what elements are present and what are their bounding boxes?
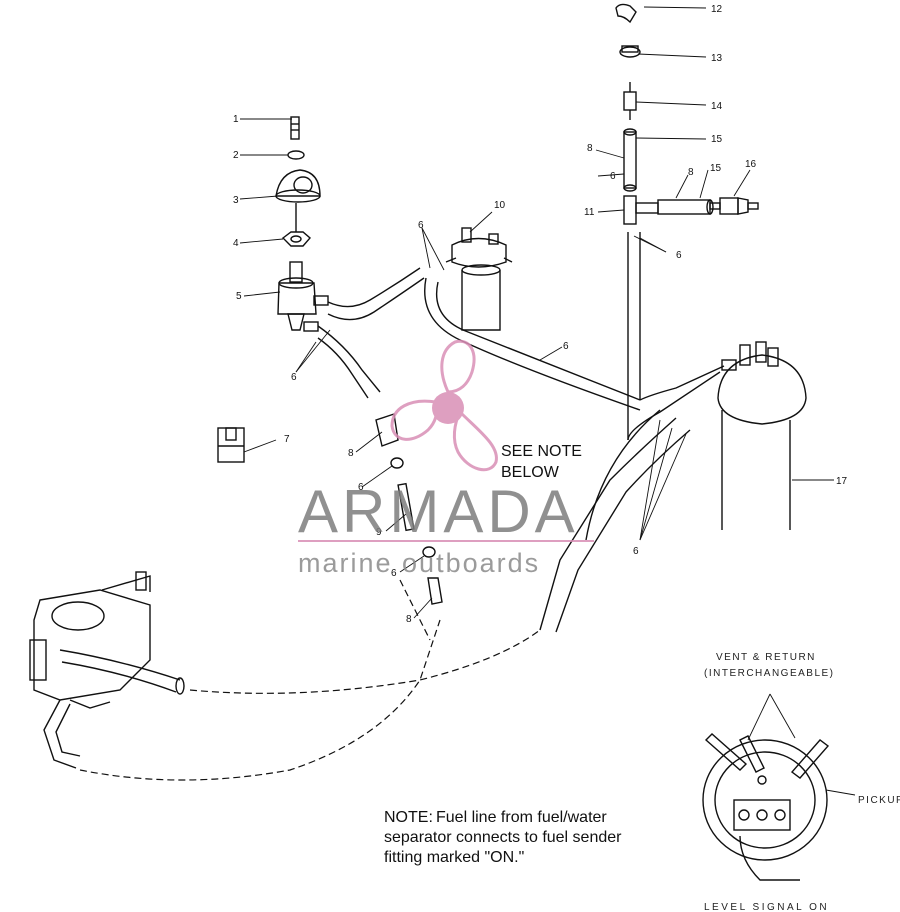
part-clip-bracket bbox=[217, 427, 245, 463]
callout-10: 10 bbox=[494, 200, 506, 211]
part-tee bbox=[623, 195, 659, 225]
note-line2: separator connects to fuel sender bbox=[384, 829, 622, 846]
dashed-routing bbox=[79, 579, 541, 781]
part-fuel-tank bbox=[717, 341, 807, 530]
callout-9: 9 bbox=[376, 527, 382, 538]
inset-sender-fitting bbox=[702, 693, 856, 881]
callout-6g: 6 bbox=[676, 250, 682, 261]
callout-15b: 15 bbox=[710, 163, 722, 174]
callout-8a: 8 bbox=[348, 448, 354, 459]
callout-4: 4 bbox=[233, 238, 239, 249]
part-clamp-small bbox=[390, 457, 404, 469]
part-check-valve bbox=[623, 82, 637, 120]
callout-16: 16 bbox=[745, 159, 757, 170]
part-hose-lower bbox=[375, 413, 399, 447]
callout-17: 17 bbox=[836, 476, 848, 487]
part-primer-bulb-cover bbox=[275, 169, 321, 232]
watermark-sub: marine outboards bbox=[298, 548, 540, 578]
leader-lines bbox=[239, 6, 834, 619]
part-washer bbox=[287, 150, 305, 160]
inset-title2: (INTERCHANGEABLE) bbox=[704, 668, 835, 679]
inset-labels: VENT & RETURN (INTERCHANGEABLE) PICKUP L… bbox=[704, 652, 900, 912]
part-fuel-water-separator bbox=[445, 227, 513, 331]
callout-labels: 1 2 3 4 5 6 6 6 6 6 6 6 6 7 8 8 8 8 9 10… bbox=[233, 4, 848, 625]
callout-15a: 15 bbox=[711, 134, 723, 145]
callout-8d: 8 bbox=[688, 167, 694, 178]
part-hose-side bbox=[657, 199, 714, 215]
part-fuel-pump bbox=[277, 261, 329, 332]
note-line3: fitting marked "ON." bbox=[384, 849, 524, 866]
note-block: NOTE: Fuel line from fuel/water separato… bbox=[384, 809, 622, 866]
callout-14: 14 bbox=[711, 101, 723, 112]
callout-6b: 6 bbox=[291, 372, 297, 383]
inset-title1: VENT & RETURN bbox=[716, 652, 816, 663]
callout-6d: 6 bbox=[358, 482, 364, 493]
callout-13: 13 bbox=[711, 53, 723, 64]
hose-lines bbox=[43, 232, 725, 769]
callout-3: 3 bbox=[233, 195, 239, 206]
callout-6e: 6 bbox=[391, 568, 397, 579]
callout-11: 11 bbox=[584, 207, 595, 218]
part-clamp-small-2 bbox=[422, 546, 436, 558]
part-hose-bottom bbox=[427, 577, 443, 605]
part-hose-short bbox=[623, 128, 637, 192]
part-screw bbox=[290, 116, 300, 140]
inset-signal: LEVEL SIGNAL ON bbox=[704, 902, 829, 912]
callout-6f: 6 bbox=[610, 171, 616, 182]
callout-6h: 6 bbox=[633, 546, 639, 557]
callout-7: 7 bbox=[284, 434, 290, 445]
part-clamp-top bbox=[619, 45, 641, 58]
armada-watermark: ARMADA marine outboards bbox=[298, 339, 594, 578]
callout-6c: 6 bbox=[563, 341, 569, 352]
callout-8c: 8 bbox=[587, 143, 593, 154]
watermark-underline bbox=[298, 540, 594, 542]
callout-12: 12 bbox=[711, 4, 723, 15]
part-elbow bbox=[615, 3, 637, 24]
callout-8b: 8 bbox=[406, 614, 412, 625]
part-primer-inline bbox=[397, 482, 415, 532]
see-note-line1: SEE NOTE bbox=[501, 443, 582, 460]
see-note-line2: BELOW bbox=[501, 464, 560, 481]
part-carburetor bbox=[29, 571, 151, 709]
callout-1: 1 bbox=[233, 114, 239, 125]
callout-2: 2 bbox=[233, 150, 239, 161]
part-filter-inline bbox=[709, 197, 759, 215]
inset-pickup: PICKUP bbox=[858, 795, 900, 806]
watermark-brand: ARMADA bbox=[298, 478, 579, 545]
callout-6a: 6 bbox=[418, 220, 424, 231]
callout-5: 5 bbox=[236, 291, 242, 302]
part-nut bbox=[281, 231, 311, 247]
note-line1: Fuel line from fuel/water bbox=[436, 809, 607, 826]
propeller-logo bbox=[390, 339, 498, 472]
note-label: NOTE: bbox=[384, 809, 433, 826]
